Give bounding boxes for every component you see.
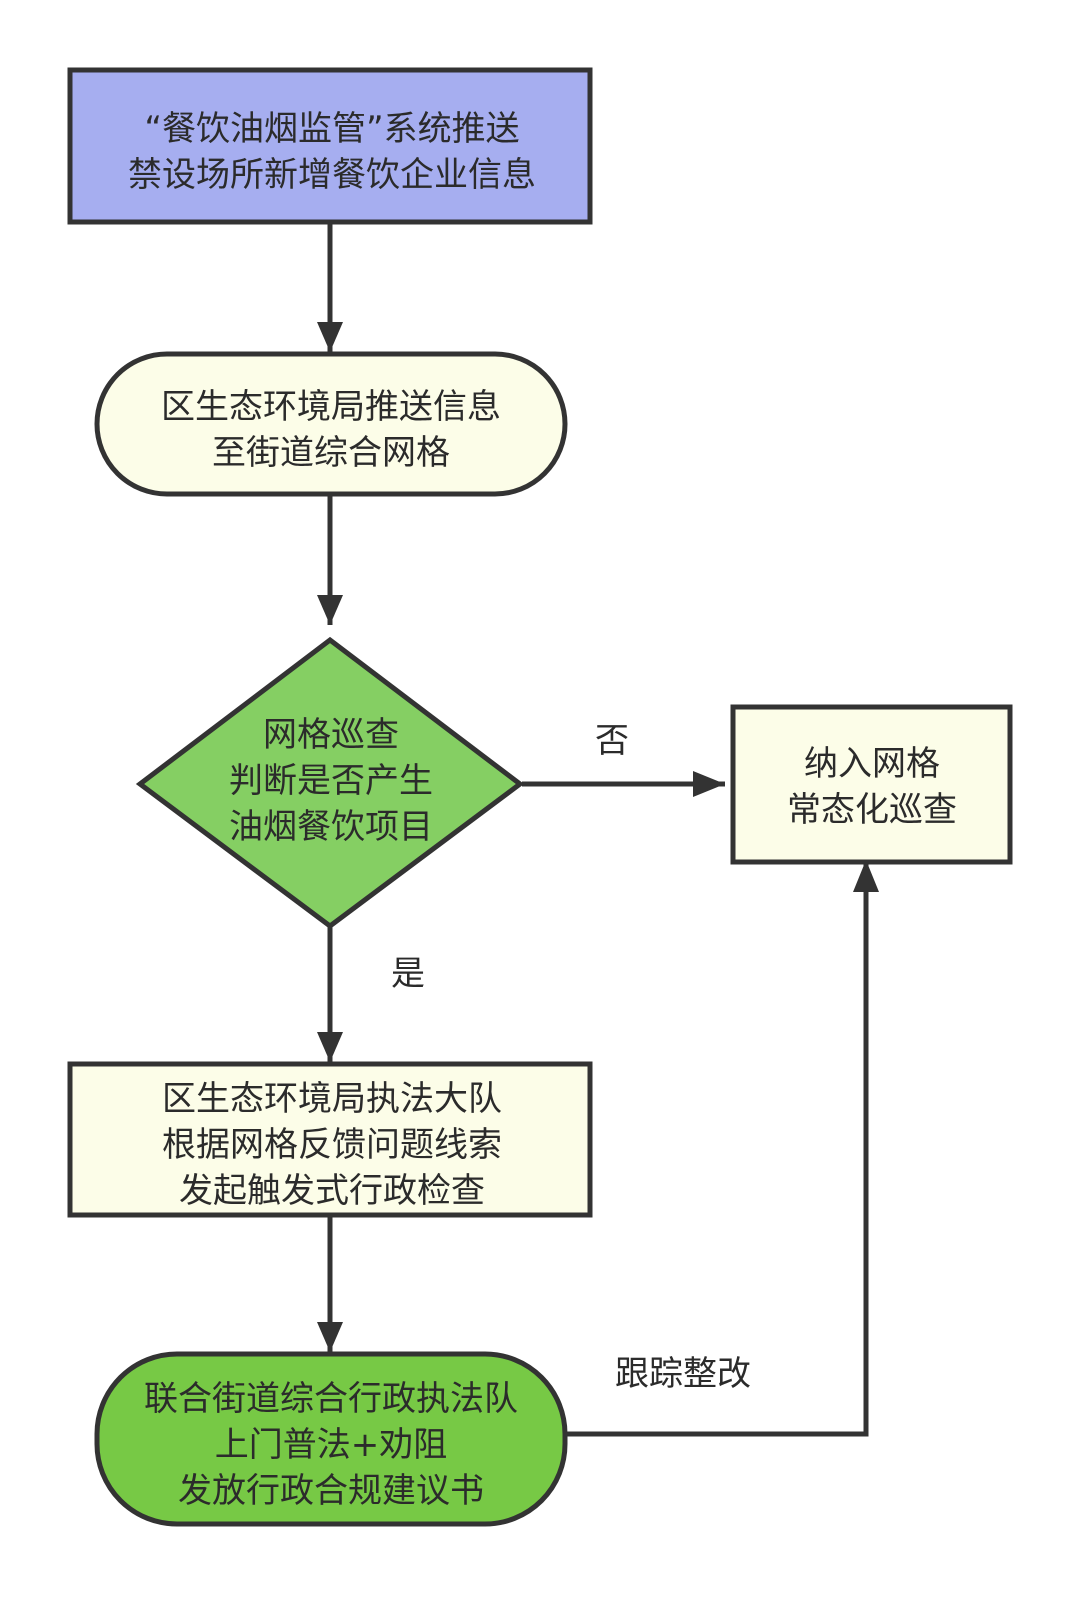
arrowhead-n5-n6 (317, 1322, 343, 1352)
arrowhead-n3-n4 (693, 771, 725, 797)
node-routine-patrol-line-1: 纳入网格 (804, 744, 940, 784)
arrowhead-n2-n3 (317, 595, 343, 625)
node-routine-patrol: 纳入网格 常态化巡查 (730, 704, 1013, 865)
node-decision: 网格巡查 判断是否产生 油烟餐饮项目 (135, 636, 525, 930)
node-push-info-line-1: 区生态环境局推送信息 (161, 387, 501, 427)
node-inspection-line-2: 根据网格反馈问题线索 (162, 1125, 502, 1165)
node-enforcement-line-1: 联合街道综合行政执法队 (144, 1379, 518, 1419)
node-enforcement: 联合街道综合行政执法队 上门普法+劝阻 发放行政合规建议书 (94, 1351, 568, 1527)
node-inspection: 区生态环境局执法大队 根据网格反馈问题线索 发起触发式行政检查 (67, 1061, 593, 1218)
node-decision-line-2: 判断是否产生 (229, 761, 433, 801)
node-start-line-1: “餐饮油烟监管”系统推送 (144, 109, 519, 149)
node-routine-patrol-line-2: 常态化巡查 (787, 790, 957, 830)
node-start: “餐饮油烟监管”系统推送 禁设场所新增餐饮企业信息 (67, 67, 593, 225)
arrowhead-n3-n5 (317, 1032, 343, 1062)
node-enforcement-line-2: 上门普法+劝阻 (215, 1425, 448, 1465)
edge-label-track-rectification: 跟踪整改 (615, 1354, 751, 1394)
node-push-info-line-2: 至街道综合网格 (212, 433, 450, 473)
node-inspection-line-1: 区生态环境局执法大队 (162, 1079, 502, 1119)
node-decision-line-1: 网格巡查 (263, 715, 399, 755)
edge-n6-n4 (565, 860, 869, 1437)
edge-label-no: 否 (595, 721, 629, 761)
node-decision-line-3: 油烟餐饮项目 (229, 807, 433, 847)
node-inspection-line-3: 发起触发式行政检查 (179, 1171, 485, 1211)
node-start-line-2: 禁设场所新增餐饮企业信息 (128, 155, 536, 195)
arrowhead-n6-n4 (853, 860, 879, 892)
arrowhead-n1-n2 (317, 322, 343, 352)
edges (317, 222, 879, 1437)
node-enforcement-line-3: 发放行政合规建议书 (178, 1471, 484, 1511)
edge-label-yes: 是 (391, 954, 425, 994)
node-push-info: 区生态环境局推送信息 至街道综合网格 (94, 351, 568, 497)
